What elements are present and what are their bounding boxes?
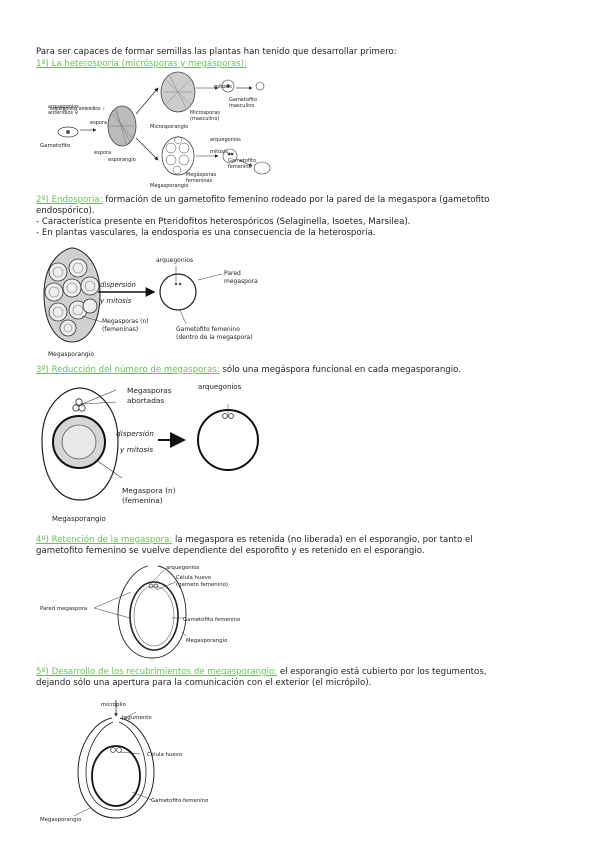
section-4-heading: 4º) Retención de la megaspora: (36, 535, 172, 545)
section-4-line-1: 4º) Retención de la megaspora: la megasp… (36, 535, 473, 546)
section-2-body-2: endospórico). (36, 206, 95, 217)
fig1-label-megasporas: Megásporas femeninas (186, 172, 216, 184)
fig1-label-arquegonios-anteridios: arquegonios anteridios ♀ (48, 104, 79, 116)
fig2-label-megasporangio: Megasporangio (48, 349, 94, 360)
section-3-body: sólo una megáspora funcional en cada meg… (220, 365, 461, 375)
fig4-label-pared-megaspora: Pared megaspora (40, 604, 87, 615)
fig3-label-dispersion: dispersión (116, 428, 154, 439)
section-2-bullet-2: - En plantas vasculares, la endosporia e… (36, 228, 376, 239)
intro-text: Para ser capaces de formar semillas las … (36, 47, 397, 58)
fig2-label-megasporas: Megasporas (n) (femeninas) (102, 318, 149, 334)
section-5-body-2: dejando sólo una apertura para la comuni… (36, 678, 371, 689)
section-2-line-1: 2º) Endosporia: formación de un gametofi… (36, 195, 490, 206)
fig4-label-celula-huevo: Célula huevo (gameto femenino) (176, 575, 228, 589)
fig1-label-espora-top: espora (90, 118, 107, 129)
section-3-heading: 3º) Reducción del número de megasporas: (36, 365, 220, 375)
section-1-heading: 1º) La heterosporia (micrósporas y megás… (36, 59, 247, 70)
fig3-label-megaspora: Megaspora (n) (femenina) (122, 486, 176, 506)
fig3-label-megasporas-abortadas: Megasporas abortadas (127, 386, 172, 406)
fig5-label-tegumento: tegumento (122, 713, 152, 724)
section-3-line: 3º) Reducción del número de megasporas: … (36, 365, 461, 376)
section-5-heading: 5º) Desarrollo de los recubrimientos de … (36, 667, 277, 677)
fig1-label-microsporas: Microsporas (masculino) (190, 110, 220, 122)
fig5-label-micropilo: micrópilo (101, 700, 126, 711)
fig3-label-megasporangio: Megasporangio (52, 514, 106, 525)
section-4-body-2: gametofito femenino se vuelve dependient… (36, 546, 425, 557)
section-4-body-1: la megaspora es retenida (no liberada) e… (172, 535, 472, 545)
fig1-label-gametofito: Gametofito (40, 141, 70, 152)
fig1-label-arquegonios: arquegonios (210, 135, 241, 146)
section-2-body-1: formación de un gametofito femenino rode… (102, 195, 489, 205)
fig3-label-arquegonios: arquegonios (198, 382, 241, 393)
fig1-label-mitosis-bottom: mitosis (210, 147, 228, 158)
fig5-label-megasporangio: Megasporangio (40, 815, 81, 826)
fig2-label-mitosis: y mitosis (100, 296, 131, 307)
fig1-label-esporangio: esporangio (108, 155, 136, 166)
fig2-label-gametofito-femenino: Gametofito femenino (dentro de la megasp… (176, 326, 253, 342)
fig5-label-gametofito-femenino: Gametofito femenino (151, 796, 208, 807)
section-5-body-1: el esporangio está cubierto por los tegu… (277, 667, 486, 677)
fig1-label-mitosis-top: mitosis (214, 82, 232, 93)
fig1-label-gametofito-femenino: Gametofito femenino (228, 158, 256, 170)
fig5-label-celula-huevo: Célula huevo (147, 750, 182, 761)
fig2-label-dispersion: dispersión (100, 280, 136, 291)
section-5-line-1: 5º) Desarrollo de los recubrimientos de … (36, 667, 486, 678)
fig4-label-gametofito-femenino: Gametofito femenino (183, 615, 240, 626)
fig2-label-pared-megaspora: Pared megaspora (224, 270, 258, 286)
section-2-bullet-1: - Característica presente en Pteridofito… (36, 217, 410, 228)
fig2-label-arquegonios: arquegonios (156, 255, 193, 266)
fig4-label-arquegonios: arquegonios (166, 563, 199, 574)
fig1-label-microsporangio: Microsporangio (150, 122, 188, 133)
fig3-label-mitosis: y mitosis (120, 444, 153, 455)
fig1-label-megasporangio: Megasporangio (150, 181, 188, 192)
fig1-label-gametofito-masculino: Gametofito masculino (229, 97, 257, 109)
section-2-heading: 2º) Endosporia: (36, 195, 102, 205)
fig4-label-megasporangio: Megasporangio (186, 636, 227, 647)
